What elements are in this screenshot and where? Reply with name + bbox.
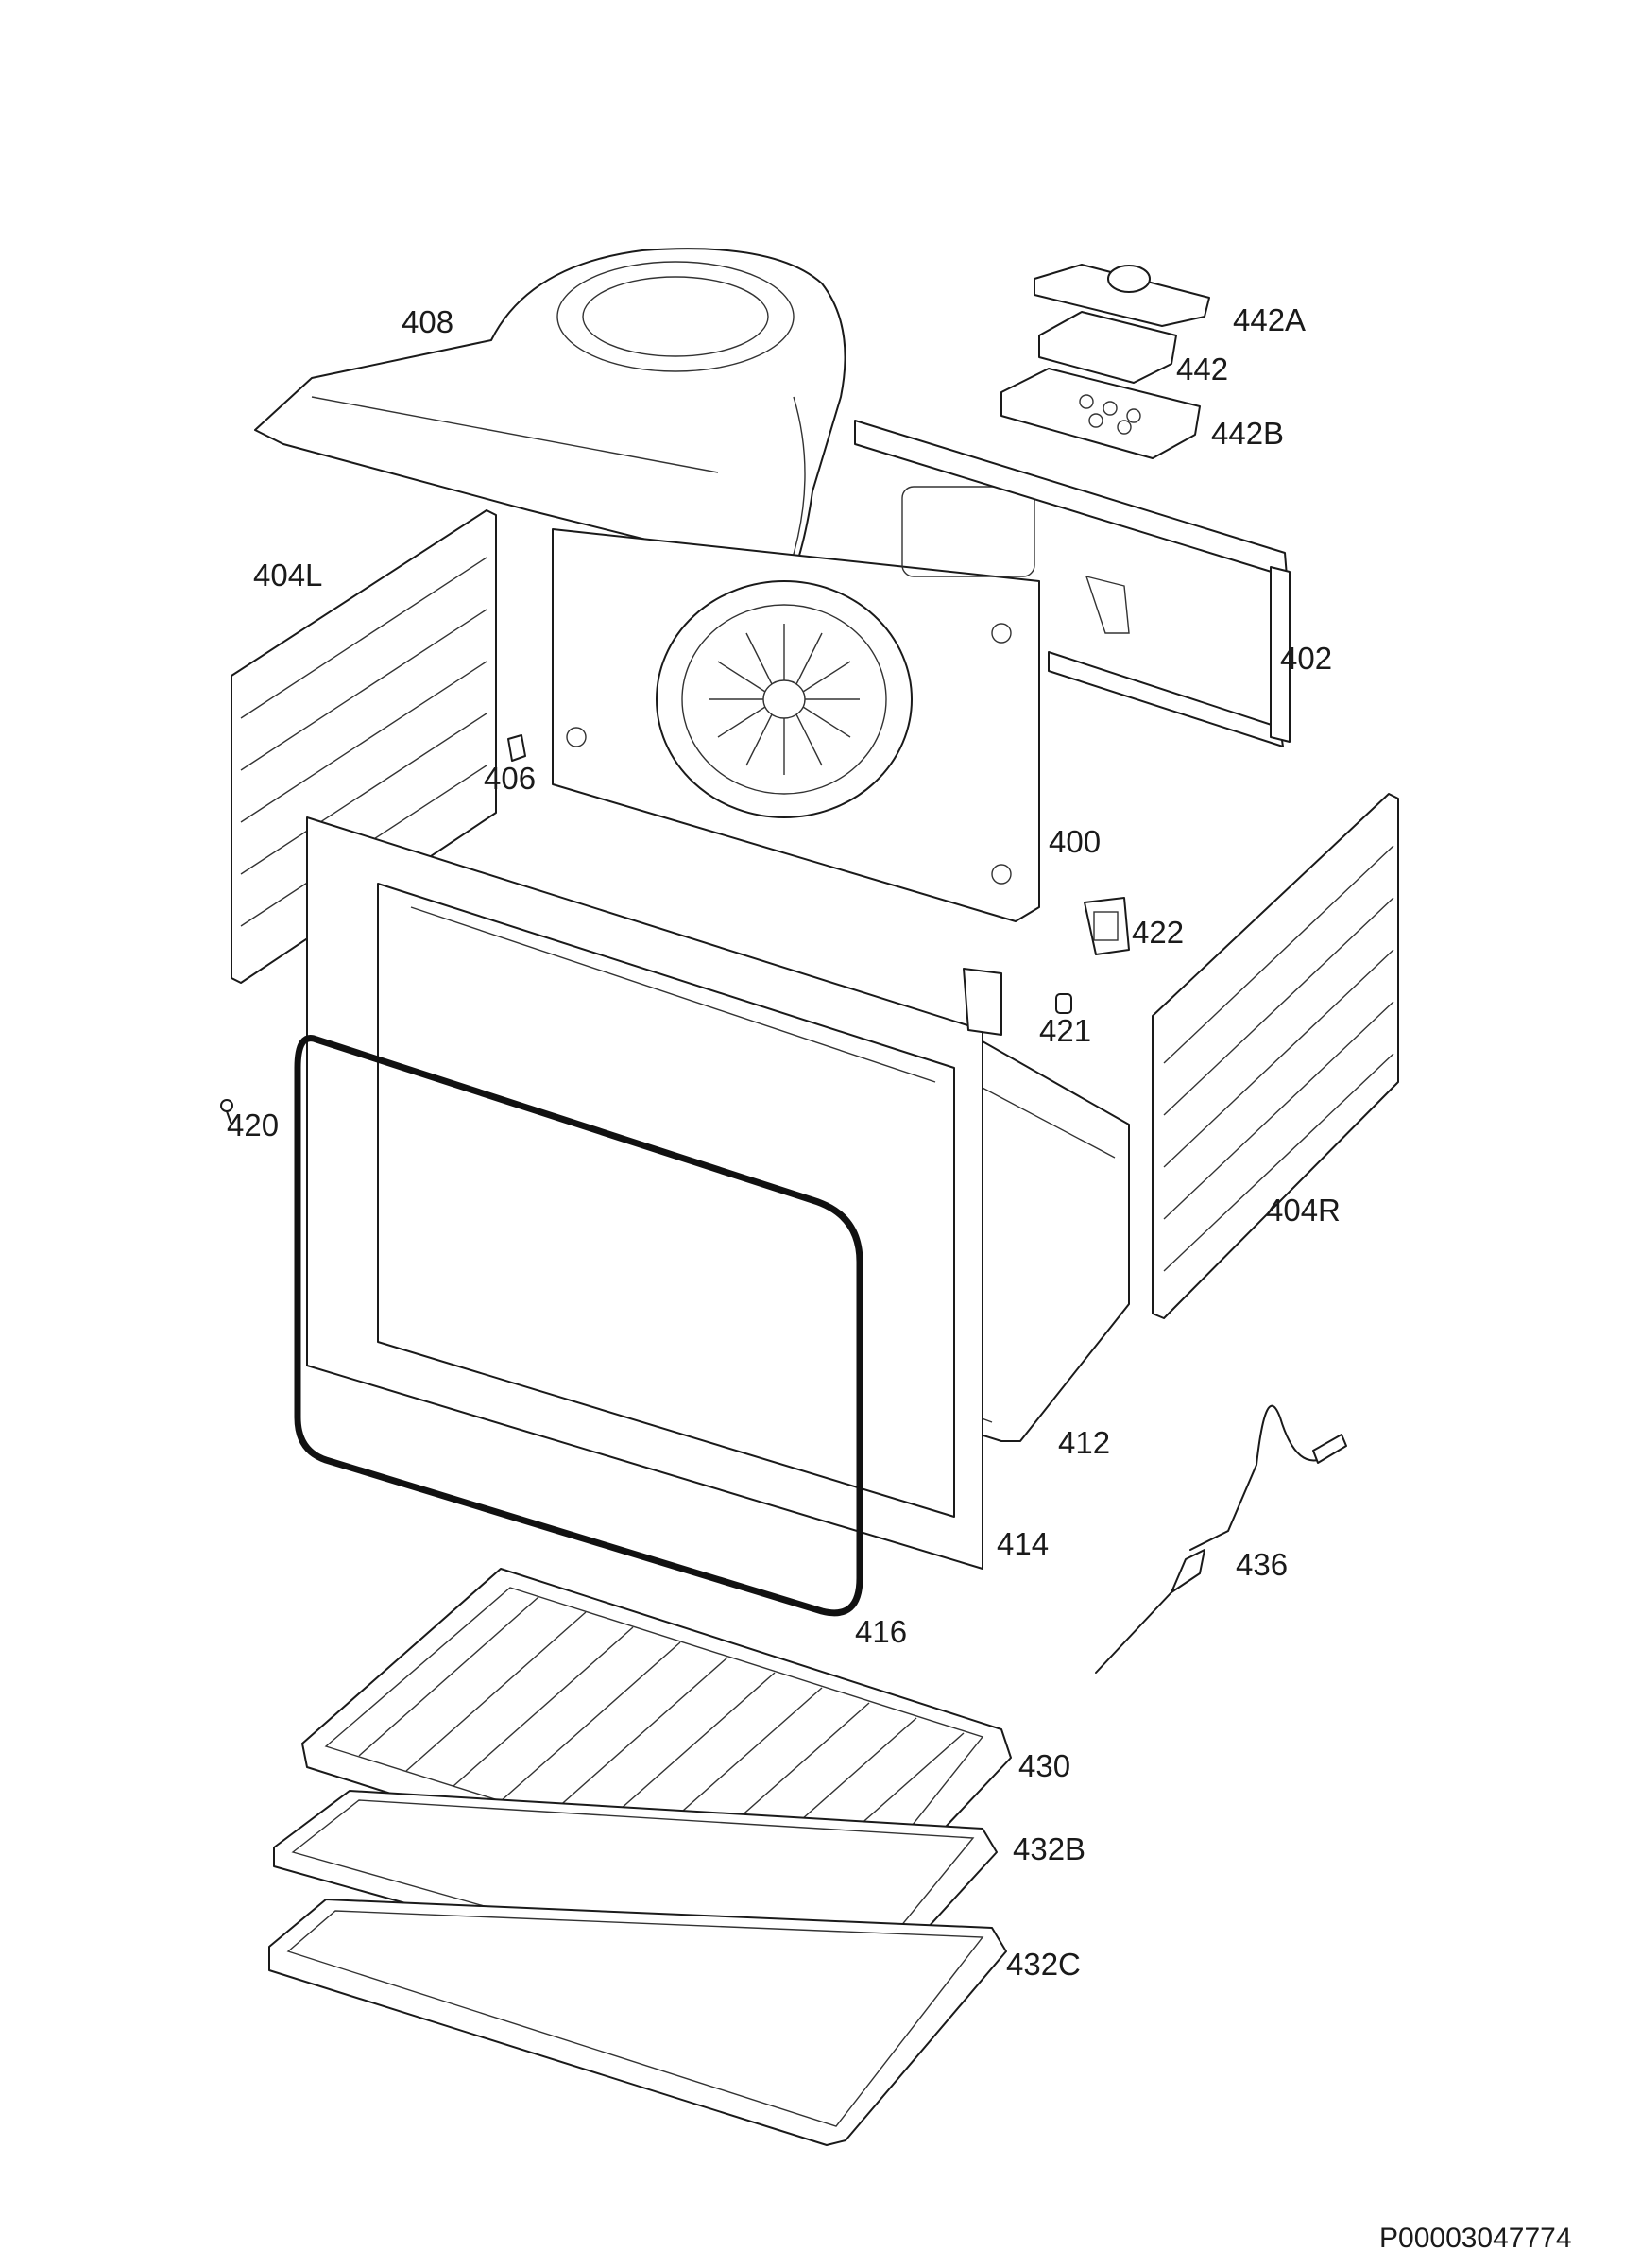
drawing-reference-number: P00003047774 [1379,2223,1572,2254]
part-421-plug [1055,993,1072,1014]
callout-402: 402 [1280,641,1332,676]
part-442B-lamp-holder [1000,368,1201,459]
part-416-door-seal [294,1035,863,1617]
callout-432B: 432B [1013,1831,1085,1866]
callout-430: 430 [1018,1748,1070,1783]
part-432C-deep-pan [268,1899,1007,2146]
part-420-screw [220,1099,233,1125]
part-442A-lamp-cover [1034,264,1210,327]
callout-404L: 404L [253,558,322,593]
callout-400: 400 [1049,824,1101,859]
callout-422: 422 [1132,915,1184,950]
part-414-front-frame [306,816,1002,1570]
callout-436: 436 [1236,1547,1288,1582]
callout-442A: 442A [1233,302,1306,337]
part-436-meat-probe [1095,1404,1347,1674]
callout-414: 414 [997,1526,1049,1561]
callout-416: 416 [855,1614,907,1649]
callout-432C: 432C [1006,1947,1081,1982]
part-404R-right-rail [1152,793,1399,1319]
callout-406: 406 [484,761,536,796]
callout-421: 421 [1039,1013,1091,1048]
callout-408: 408 [402,304,453,339]
part-406-clip [507,734,526,762]
part-400-back-panel [552,486,1040,922]
callout-442: 442 [1176,352,1228,387]
part-402-rear-bar [854,420,1291,747]
callout-420: 420 [227,1108,279,1143]
part-422-switch [1084,897,1130,955]
part-442-lamp-glass [1038,311,1177,384]
callout-442B: 442B [1211,416,1284,451]
callout-404R: 404R [1266,1193,1341,1228]
callout-412: 412 [1058,1425,1110,1460]
